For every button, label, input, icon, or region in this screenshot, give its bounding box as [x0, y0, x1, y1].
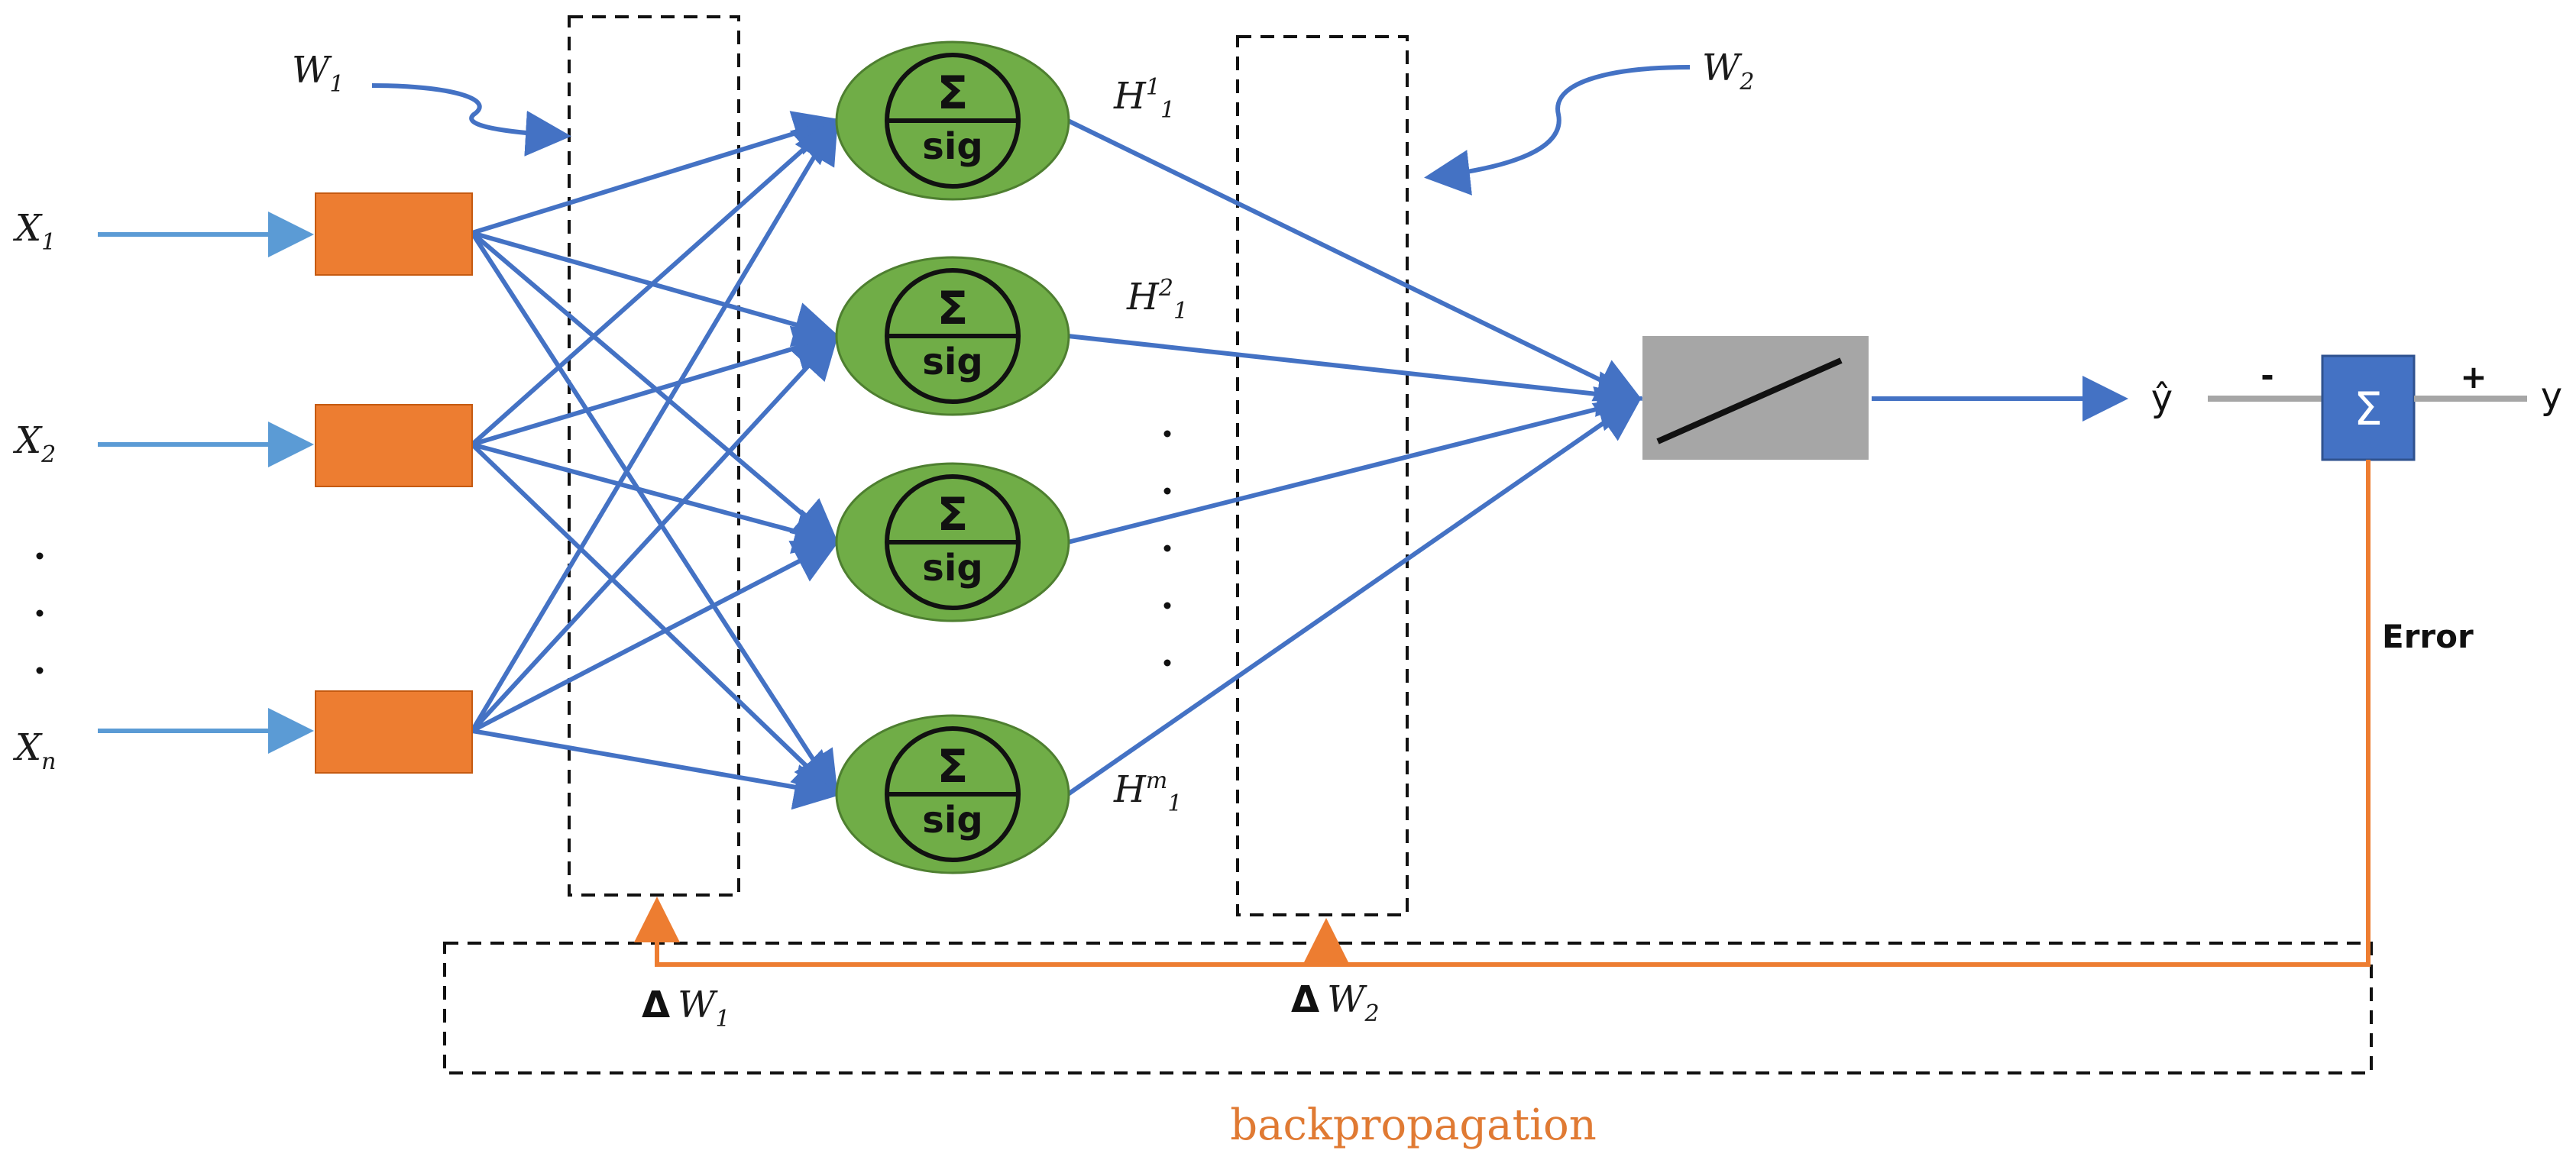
connection-xn-h4 — [471, 729, 840, 810]
w1-weight-box — [568, 15, 740, 897]
plus-sign: + — [2460, 358, 2487, 396]
hidden-label-h1: H11 — [1113, 74, 1175, 124]
linear-activation-box — [1642, 336, 1869, 460]
y-hat-label: ŷ — [2151, 377, 2173, 420]
connection-x2-h2 — [471, 325, 840, 447]
error-label: Error — [2382, 618, 2474, 655]
input-node-x1 — [315, 192, 473, 276]
backpropagation-caption: backpropagation — [1230, 1100, 1597, 1150]
neuron-sum-symbol: Σ — [937, 488, 969, 541]
error-sum-symbol: Σ — [2354, 383, 2383, 436]
neuron-activation-label: sig — [922, 125, 982, 168]
input-nodes — [315, 192, 473, 774]
minus-sign: - — [2260, 357, 2273, 394]
connection-xn-h3 — [471, 540, 840, 733]
hidden-neuron-2: Σ sig — [835, 256, 1070, 416]
neuron-sum-symbol: Σ — [937, 740, 969, 793]
hidden-neuron-1: Σ sig — [835, 40, 1070, 201]
w2-weight-box — [1236, 35, 1409, 916]
input-node-xn — [315, 690, 473, 774]
connection-x2-h3 — [471, 442, 840, 554]
y-label: y — [2541, 375, 2562, 418]
connection-x1-h3 — [471, 231, 840, 545]
neuron-activation-label: sig — [922, 799, 982, 842]
connection-xn-h1 — [470, 116, 839, 732]
input-ellipsis — [36, 552, 44, 674]
connection-x2-h1 — [471, 118, 840, 447]
hidden-ellipsis — [1163, 430, 1171, 667]
w2-label: W2 — [1702, 47, 1754, 95]
hidden-neuron-4: Σ sig — [835, 714, 1070, 874]
connection-h4-out — [1066, 396, 1642, 797]
input-arrows — [98, 212, 314, 754]
neuron-sum-symbol: Σ — [937, 282, 969, 335]
connection-xn-h2 — [470, 332, 840, 733]
connection-x1-h4 — [470, 231, 839, 799]
input-hidden-connections — [470, 111, 840, 810]
hidden-neuron-3: Σ sig — [835, 462, 1070, 622]
backpropagation-region — [443, 942, 2373, 1074]
connection-h2-out — [1067, 334, 1643, 417]
connection-x1-h1 — [471, 111, 840, 235]
w1-label: W1 — [292, 49, 344, 98]
neuron-activation-label: sig — [922, 547, 982, 590]
input-node-x2 — [315, 404, 473, 487]
hidden-output-connections — [1066, 118, 1643, 797]
input-label-x1: X1 — [12, 207, 56, 256]
connection-h3-out — [1067, 386, 1643, 544]
hidden-label-h2: H21 — [1126, 275, 1188, 325]
connection-x2-h4 — [470, 442, 840, 798]
neuron-sum-symbol: Σ — [937, 66, 969, 120]
w2-pointer-arrow — [1424, 65, 1691, 196]
input-label-xn: Xn — [12, 726, 57, 775]
linear-activation-icon — [1656, 357, 1843, 444]
connection-h1-out — [1066, 118, 1643, 402]
input-label-x2: X2 — [12, 419, 56, 468]
hidden-label-hm: Hm1 — [1113, 767, 1182, 817]
error-feedback-line — [634, 460, 2371, 967]
w1-pointer-arrow — [371, 83, 571, 157]
neuron-activation-label: sig — [922, 341, 982, 383]
